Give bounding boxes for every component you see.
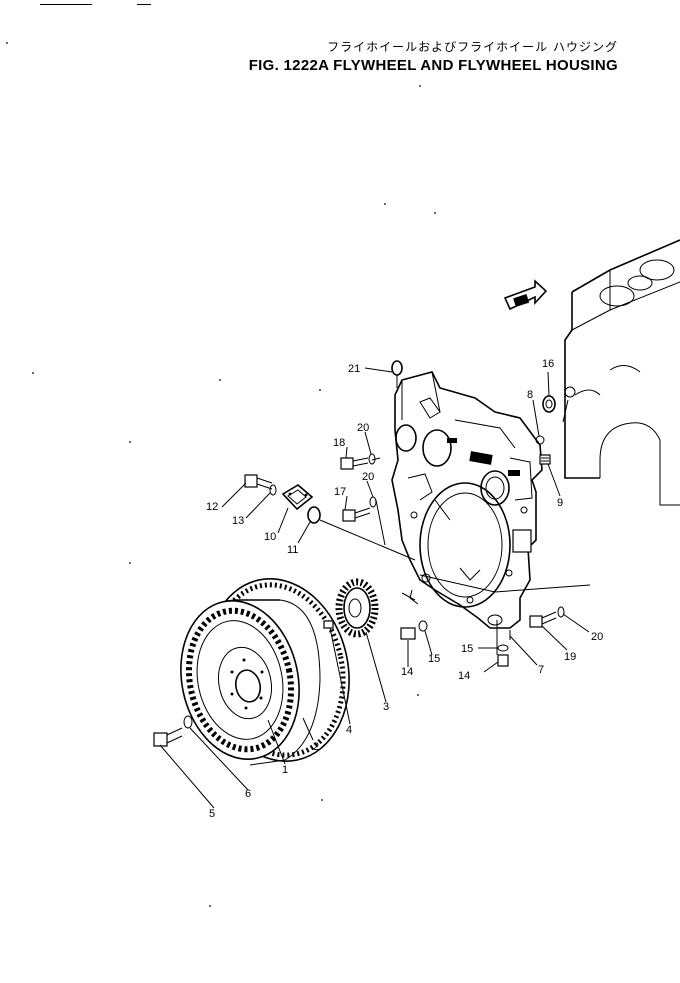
callout-5: 5	[209, 808, 215, 820]
part-10-cover-plate	[281, 484, 314, 511]
part-13-washer	[269, 484, 277, 496]
part-17-bolt	[342, 507, 371, 522]
callout-10: 10	[264, 531, 276, 543]
callout-labels: 21 20 18 20 17 12 13 10 11 16 8 9 20 19 …	[206, 358, 603, 820]
part-11-gasket	[307, 506, 321, 524]
callout-20-upper: 20	[357, 422, 369, 434]
callout-19: 19	[564, 651, 576, 663]
engine-block	[564, 239, 680, 506]
callout-15-upper: 15	[428, 653, 440, 665]
callout-1: 1	[282, 764, 288, 776]
callout-14-upper: 14	[401, 666, 413, 678]
callout-12: 12	[206, 501, 218, 513]
callout-16: 16	[542, 358, 554, 370]
callout-3: 3	[383, 701, 389, 713]
part-15-gasket-upper	[418, 620, 428, 632]
callout-2: 2	[313, 741, 319, 753]
part-12-bolt	[244, 474, 273, 490]
part-5-bolt	[153, 727, 183, 747]
part-19-bolt	[529, 611, 557, 628]
part-8-plug	[535, 435, 545, 445]
callout-14-lower: 14	[458, 670, 470, 682]
part-14-plug-upper	[400, 627, 416, 640]
part-6-washer	[183, 715, 193, 729]
part-1-flywheel	[180, 599, 321, 766]
callout-20-lower: 20	[591, 631, 603, 643]
assembly-lines	[159, 367, 591, 809]
callout-21: 21	[348, 363, 360, 375]
figure-title: FIG. 1222A FLYWHEEL AND FLYWHEEL HOUSING	[248, 57, 618, 74]
part-20-washer-lower	[557, 606, 565, 618]
callout-7: 7	[538, 664, 544, 676]
part-18-bolt	[340, 457, 369, 470]
part-21-eye-bolt	[391, 360, 403, 388]
callout-13: 13	[232, 515, 244, 527]
part-20-washer-middle	[369, 496, 377, 508]
callout-17: 17	[334, 486, 346, 498]
figure-header: フライホイールおよびフライホイール ハウジング FIG. 1222A FLYWH…	[249, 38, 618, 74]
part-16-seal	[542, 395, 556, 413]
callout-18: 18	[333, 437, 345, 449]
part-4-dowel-pin	[323, 620, 334, 629]
scan-specks	[6, 42, 436, 907]
callout-15-lower: 15	[461, 643, 473, 655]
part-15-gasket-lower	[497, 644, 509, 652]
direction-arrow-marker	[503, 279, 548, 311]
callout-9: 9	[557, 497, 563, 509]
part-9-plug	[539, 454, 551, 465]
flywheel-housing	[391, 371, 543, 629]
callout-20-middle: 20	[362, 471, 374, 483]
callout-8: 8	[527, 389, 533, 401]
title-japanese: フライホイールおよびフライホイール ハウジング	[327, 40, 618, 54]
part-14-plug-lower	[497, 654, 509, 667]
callout-4: 4	[346, 724, 352, 736]
part-3-gear	[335, 578, 379, 638]
callout-11: 11	[287, 544, 298, 556]
callout-6: 6	[245, 788, 251, 800]
